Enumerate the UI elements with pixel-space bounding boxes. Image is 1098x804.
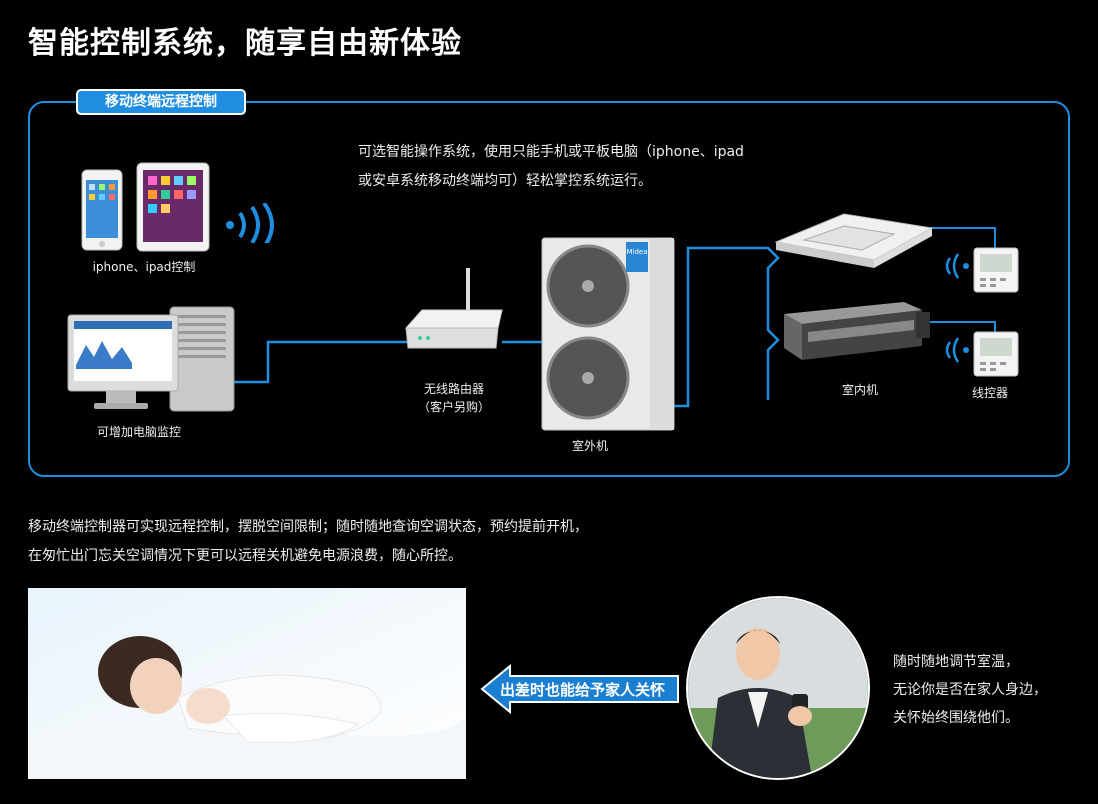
body-text-line-1: 移动终端控制器可实现远程控制，摆脱空间限制；随时随地查询空调状态，预约提前开机， (28, 519, 588, 535)
pc-label: 可增加电脑监控 (96, 425, 181, 439)
indoor-label: 室内机 (841, 383, 878, 397)
outdoor-label: 室外机 (571, 439, 608, 453)
side-text-line-1: 随时随地调节室温， (893, 654, 1019, 670)
smartphone-icon (81, 169, 123, 251)
page-title: 智能控制系统，随享自由新体验 (28, 26, 462, 61)
businessman-photo (686, 596, 870, 780)
indoor-duct-icon (784, 302, 930, 360)
wifi-signal-icon (226, 203, 274, 243)
router-icon (404, 268, 503, 349)
router-label: 无线路由器 （客户另购） (404, 380, 504, 416)
side-text-line-3: 关怀始终围绕他们。 (893, 710, 1019, 726)
outdoor-unit-icon: Midea (541, 237, 675, 431)
wired-controller-icon (945, 247, 1019, 293)
tablet-icon (136, 162, 210, 252)
desktop-computer-icon (67, 306, 235, 412)
wired-controller-icon (945, 331, 1019, 377)
remote-control-panel (28, 101, 1070, 477)
businessman-illustration (688, 598, 868, 778)
router-note: （客户另购） (417, 400, 490, 414)
router-name: 无线路由器 (423, 382, 484, 396)
left-arrow-icon (480, 664, 679, 714)
arrow-label: 出差时也能给予家人关怀 (499, 681, 665, 699)
indoor-cassette-icon (774, 213, 934, 268)
system-description: 可选智能操作系统，使用只能手机或平板电脑（iphone、ipad 或安卓系统移动… (358, 138, 818, 196)
side-text-line-2: 无论你是否在家人身边， (893, 682, 1047, 698)
side-text: 随时随地调节室温， 无论你是否在家人身边， 关怀始终围绕他们。 (893, 648, 1047, 732)
svg-text:Midea: Midea (626, 248, 647, 256)
mother-baby-illustration (28, 588, 466, 779)
section-tag: 移动终端远程控制 (76, 89, 246, 115)
controller-label: 线控器 (971, 386, 1008, 400)
body-text-line-2: 在匆忙出门忘关空调情况下更可以远程关机避免电源浪费，随心所控。 (28, 548, 462, 564)
mobile-label: iphone、ipad控制 (92, 260, 196, 274)
description-line-1: 可选智能操作系统，使用只能手机或平板电脑（iphone、ipad (358, 144, 744, 160)
family-photo (28, 588, 466, 779)
description-line-2: 或安卓系统移动终端均可）轻松掌控系统运行。 (358, 173, 652, 189)
body-text: 移动终端控制器可实现远程控制，摆脱空间限制；随时随地查询空调状态，预约提前开机，… (28, 513, 788, 571)
